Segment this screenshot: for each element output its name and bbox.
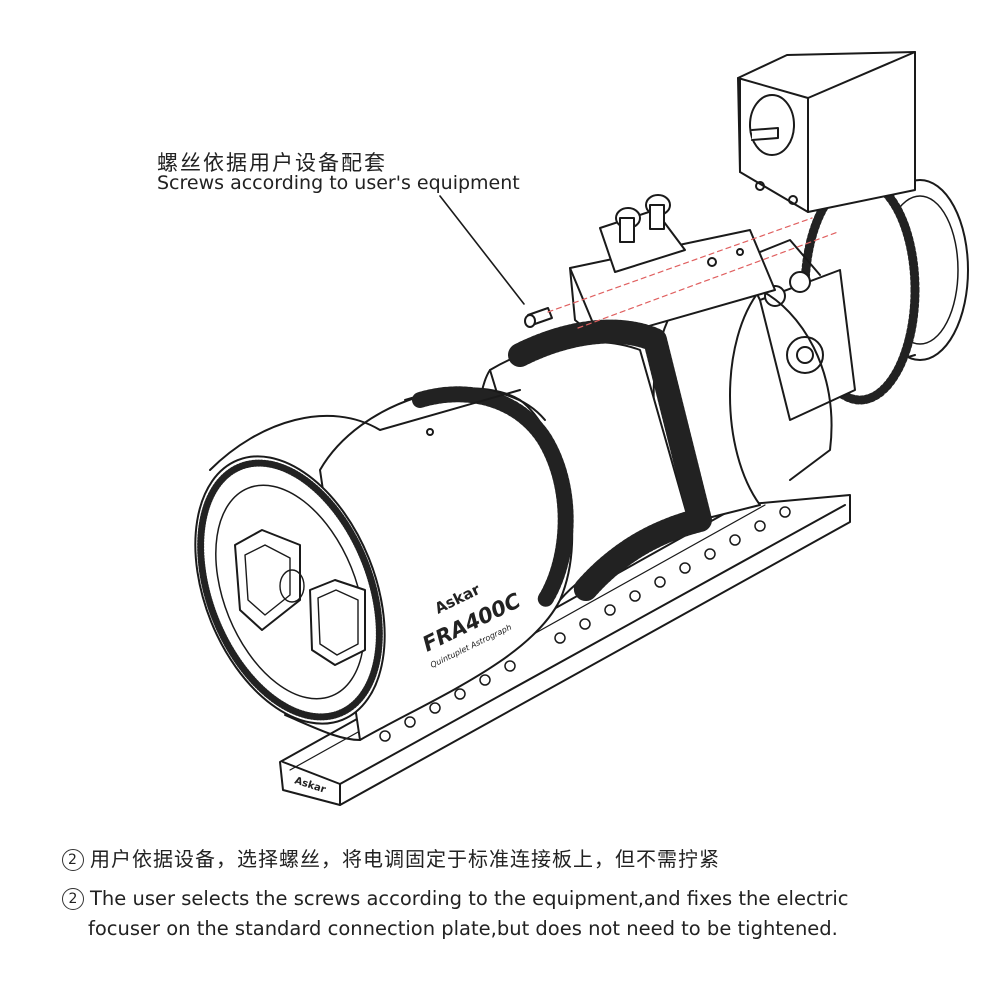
plate-holes xyxy=(379,506,791,742)
instruction-en-line1: The user selects the screws according to… xyxy=(90,887,849,910)
step-number-badge-en: 2 xyxy=(62,888,84,910)
callout-label-en: Screws according to user's equipment xyxy=(157,172,520,194)
callout-label-zh: 螺丝依据用户设备配套 xyxy=(157,151,387,175)
lens-tube xyxy=(194,319,712,741)
step-number-badge: 2 xyxy=(62,849,84,871)
instruction-zh-text: 用户依据设备，选择螺丝，将电调固定于标准连接板上，但不需拧紧 xyxy=(90,847,720,871)
instruction-zh: 2 用户依据设备，选择螺丝，将电调固定于标准连接板上，但不需拧紧 xyxy=(62,843,720,872)
rear-assembly xyxy=(652,175,969,521)
electric-focuser xyxy=(737,51,916,213)
instruction-en: 2 The user selects the screws according t… xyxy=(62,887,849,910)
callout-leader xyxy=(439,195,525,305)
instruction-en-line2: focuser on the standard connection plate… xyxy=(88,917,838,940)
alignment-guides xyxy=(547,217,839,329)
